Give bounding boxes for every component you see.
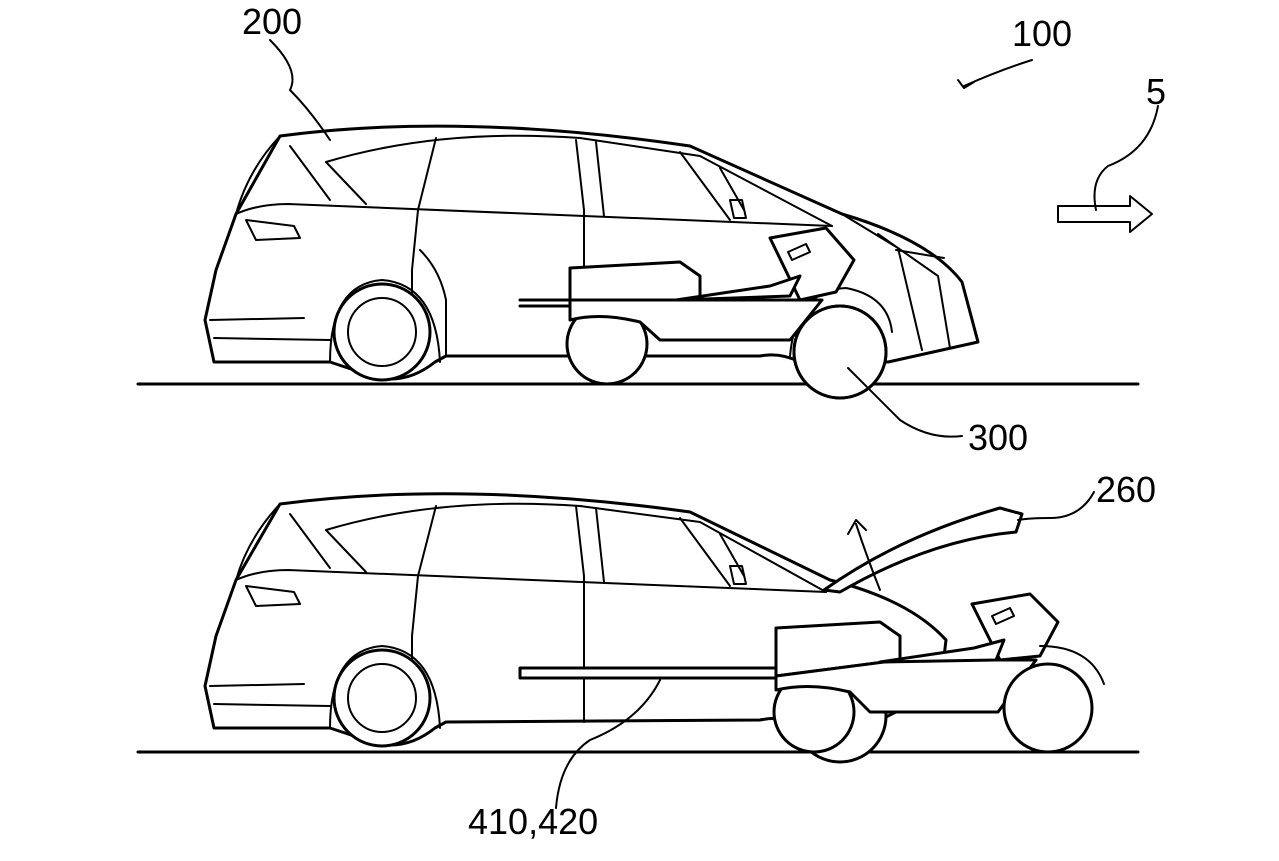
hood-260 (822, 506, 1024, 594)
bottom-scene (136, 492, 1140, 764)
label-100: 100 (1012, 13, 1072, 54)
robot-stowed (518, 226, 888, 400)
rail-410-420 (518, 666, 778, 680)
label-260: 260 (1096, 469, 1156, 510)
label-300: 300 (968, 417, 1028, 458)
robot-deployed (772, 592, 1105, 754)
label-5: 5 (1146, 71, 1166, 112)
label-200: 200 (242, 1, 302, 42)
top-scene (136, 124, 1140, 400)
direction-arrow (1057, 195, 1153, 233)
leader-lines (269, 39, 1159, 809)
label-410-420: 410,420 (468, 801, 598, 842)
